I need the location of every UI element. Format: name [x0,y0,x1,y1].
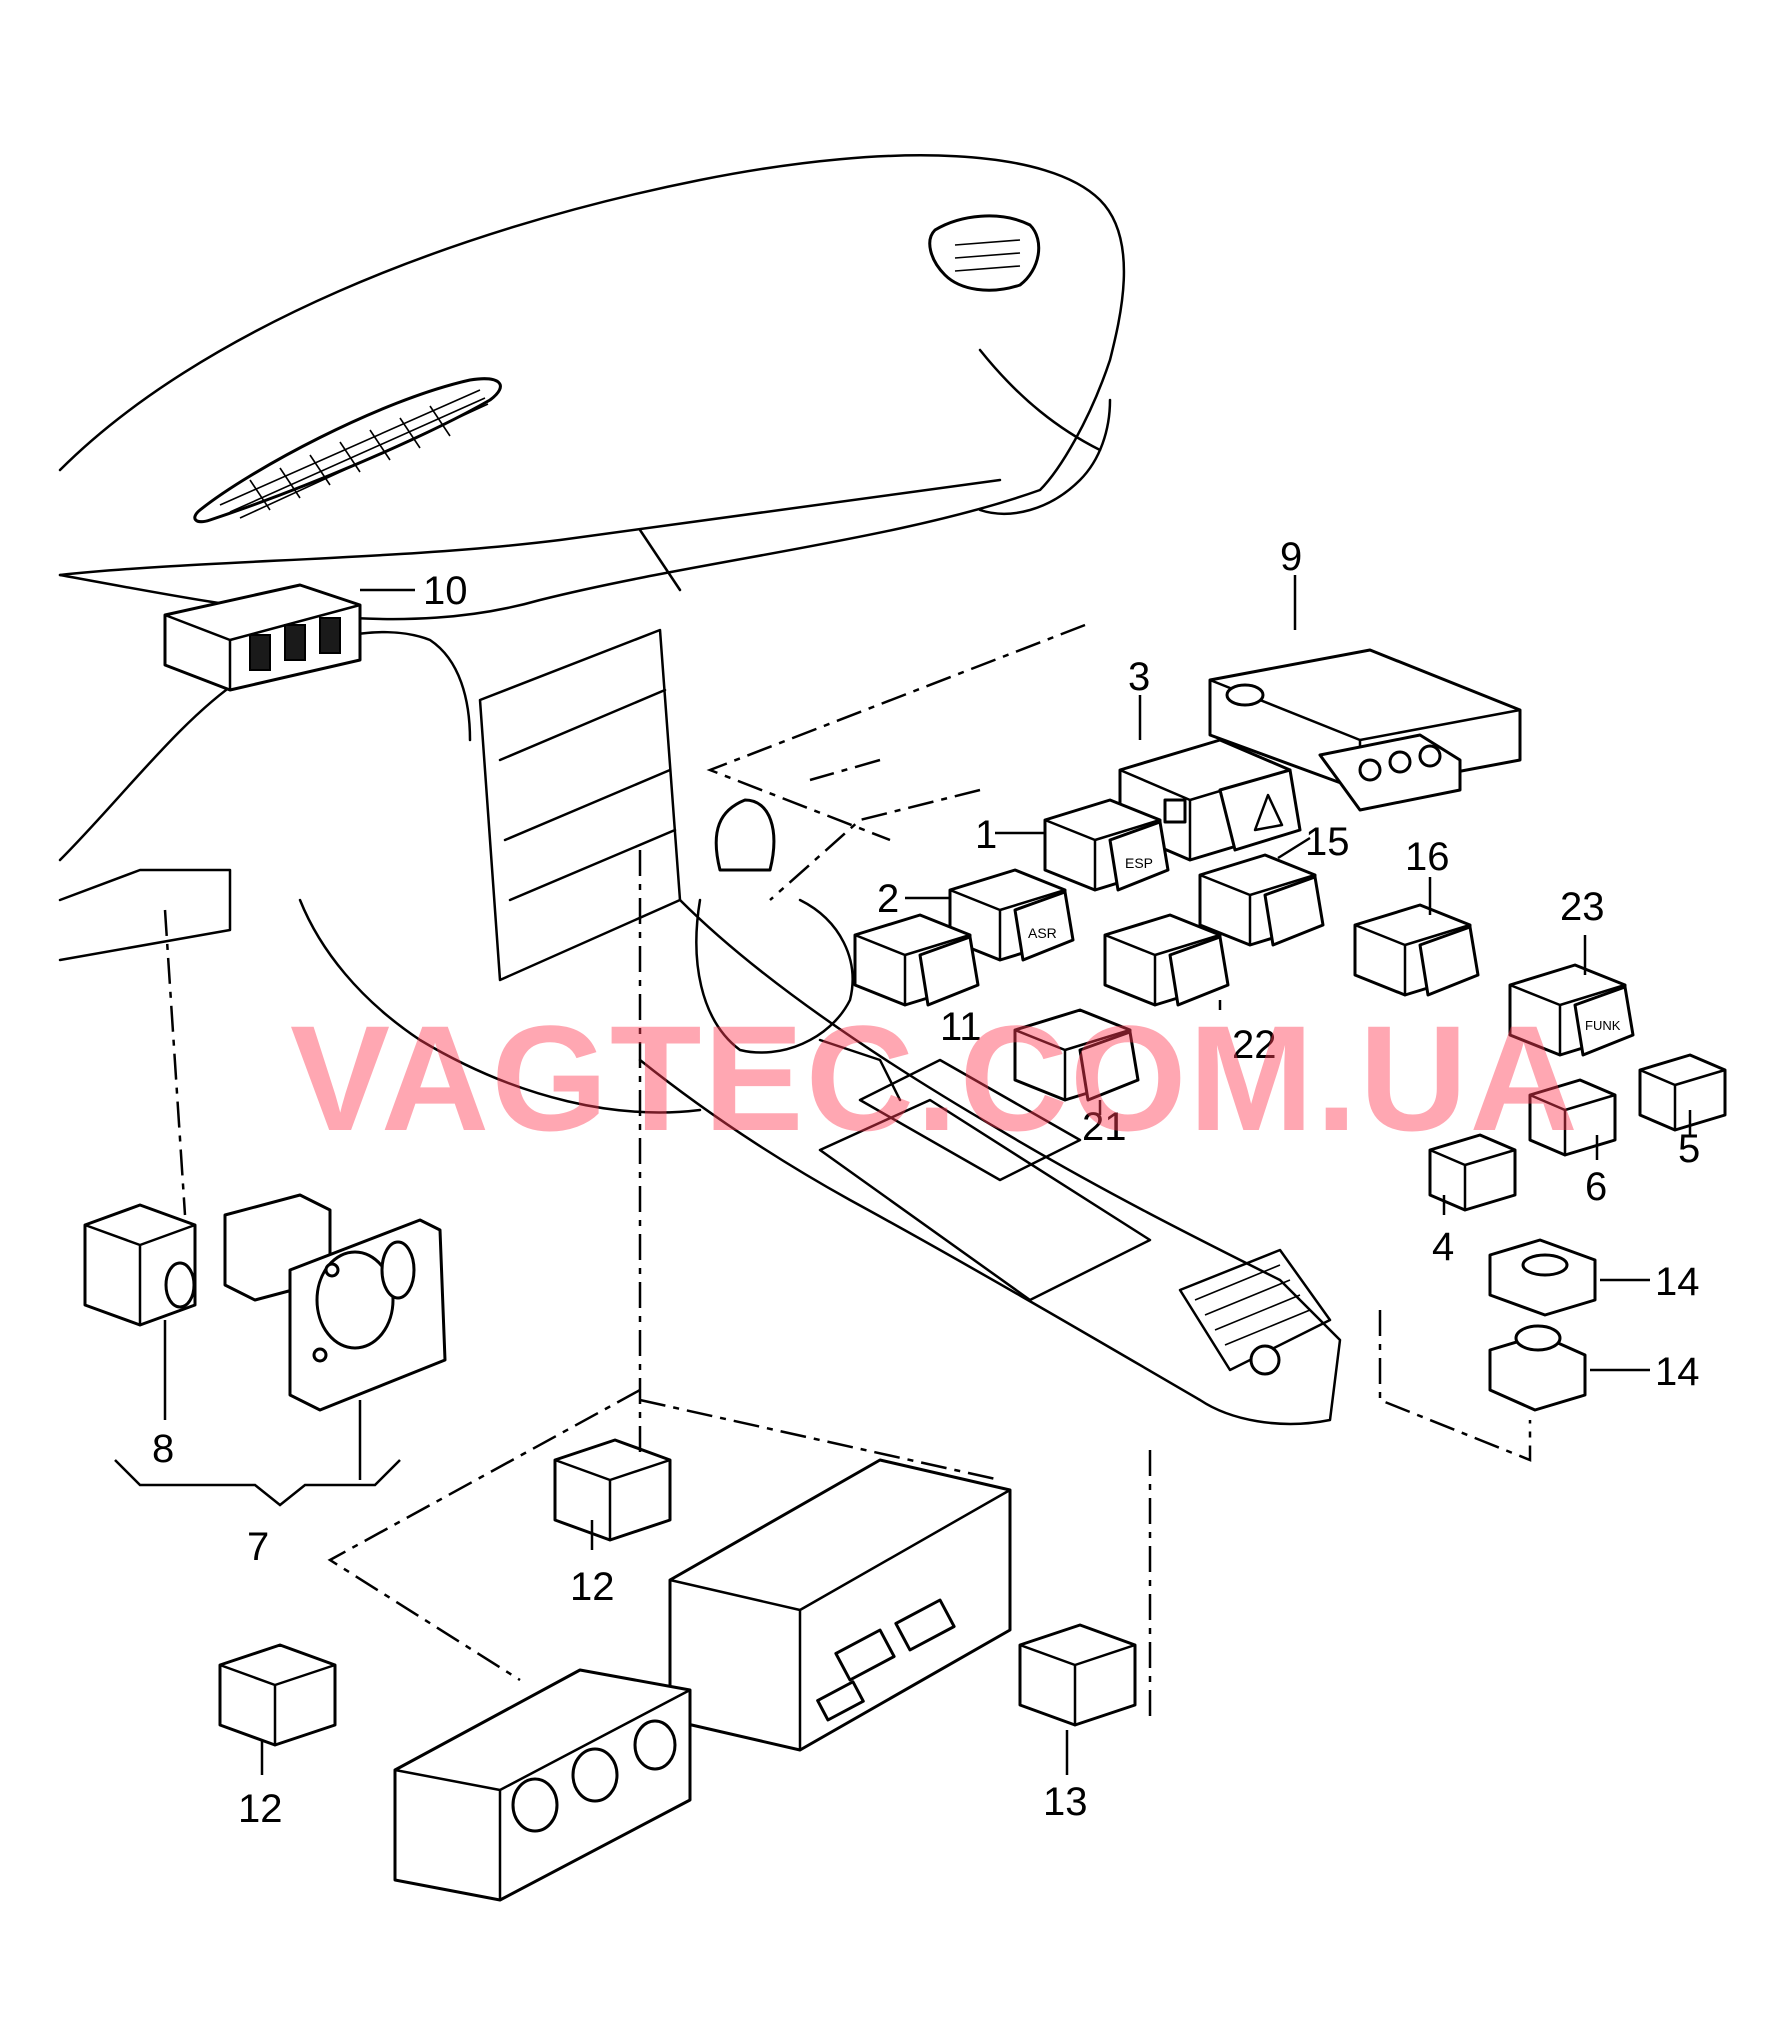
callout-1: 1 [975,813,997,857]
funk-label: FUNK [1585,1018,1621,1033]
part-20-switch [1353,903,1480,997]
callout-14: 14 [1655,1350,1700,1394]
part-13-switch [1018,1623,1137,1727]
callout-2: 2 [877,877,899,921]
part-8-switch-module [83,1203,197,1327]
part-15-button-bezel [1488,1238,1597,1317]
part-9-storage-tray [1208,648,1522,812]
part-10-air-vent [163,583,362,692]
part-14-push-button [1488,1324,1587,1412]
part-11-switch [853,913,980,1007]
manual-climate-unit [393,1668,692,1902]
callout-13: 13 [1043,1780,1088,1824]
asr-label: ASR [1028,925,1057,941]
part-2-asr-switch: ASR [948,868,1075,962]
callout-22: 22 [1232,1023,1277,1067]
center-dash-vent [193,377,502,524]
callout-6: 6 [1585,1165,1607,1209]
part-4-blank-cap [1428,1133,1517,1212]
part-21-switch [1013,1008,1140,1102]
callout-15: 14 [1655,1260,1700,1304]
callout-4: 4 [1432,1225,1454,1269]
part-23-funk-switch: FUNK [1508,963,1635,1057]
callout-12-upper: 12 [570,1565,615,1609]
esp-label: ESP [1125,855,1153,871]
callout-16: 15 [1305,820,1350,864]
callout-20: 16 [1405,835,1450,879]
climatronic-unit [668,1458,1012,1752]
part-16-switch [1198,853,1325,947]
callout-labels: 10 9 3 1 15 16 2 23 11 22 21 5 6 4 14 14… [152,535,1700,1831]
callout-12-lower: 12 [238,1787,283,1831]
watermark-text: VAGTEC.COM.UA [290,994,1580,1162]
callout-23: 23 [1560,885,1605,929]
callout-9: 9 [1280,535,1302,579]
callout-3: 3 [1128,655,1150,699]
callout-11: 11 [940,1005,982,1049]
part-5-blank-cap [1638,1053,1727,1132]
right-dash-vent [928,214,1041,292]
callout-7: 7 [247,1525,269,1569]
callout-5: 5 [1678,1127,1700,1171]
part-1-esp-switch: ESP [1043,798,1170,892]
part-12-upper-switch [553,1438,672,1542]
part-7-light-switch [223,1193,447,1412]
callout-21: 21 [1082,1105,1127,1149]
callout-10: 10 [423,569,468,613]
center-console [638,798,1342,1426]
part-12-lower-switch [218,1643,337,1747]
leader-lines [114,575,1692,1775]
callout-8: 8 [152,1427,174,1471]
part-6-blank-cap [1528,1078,1617,1157]
part-22-switch [1103,913,1230,1007]
